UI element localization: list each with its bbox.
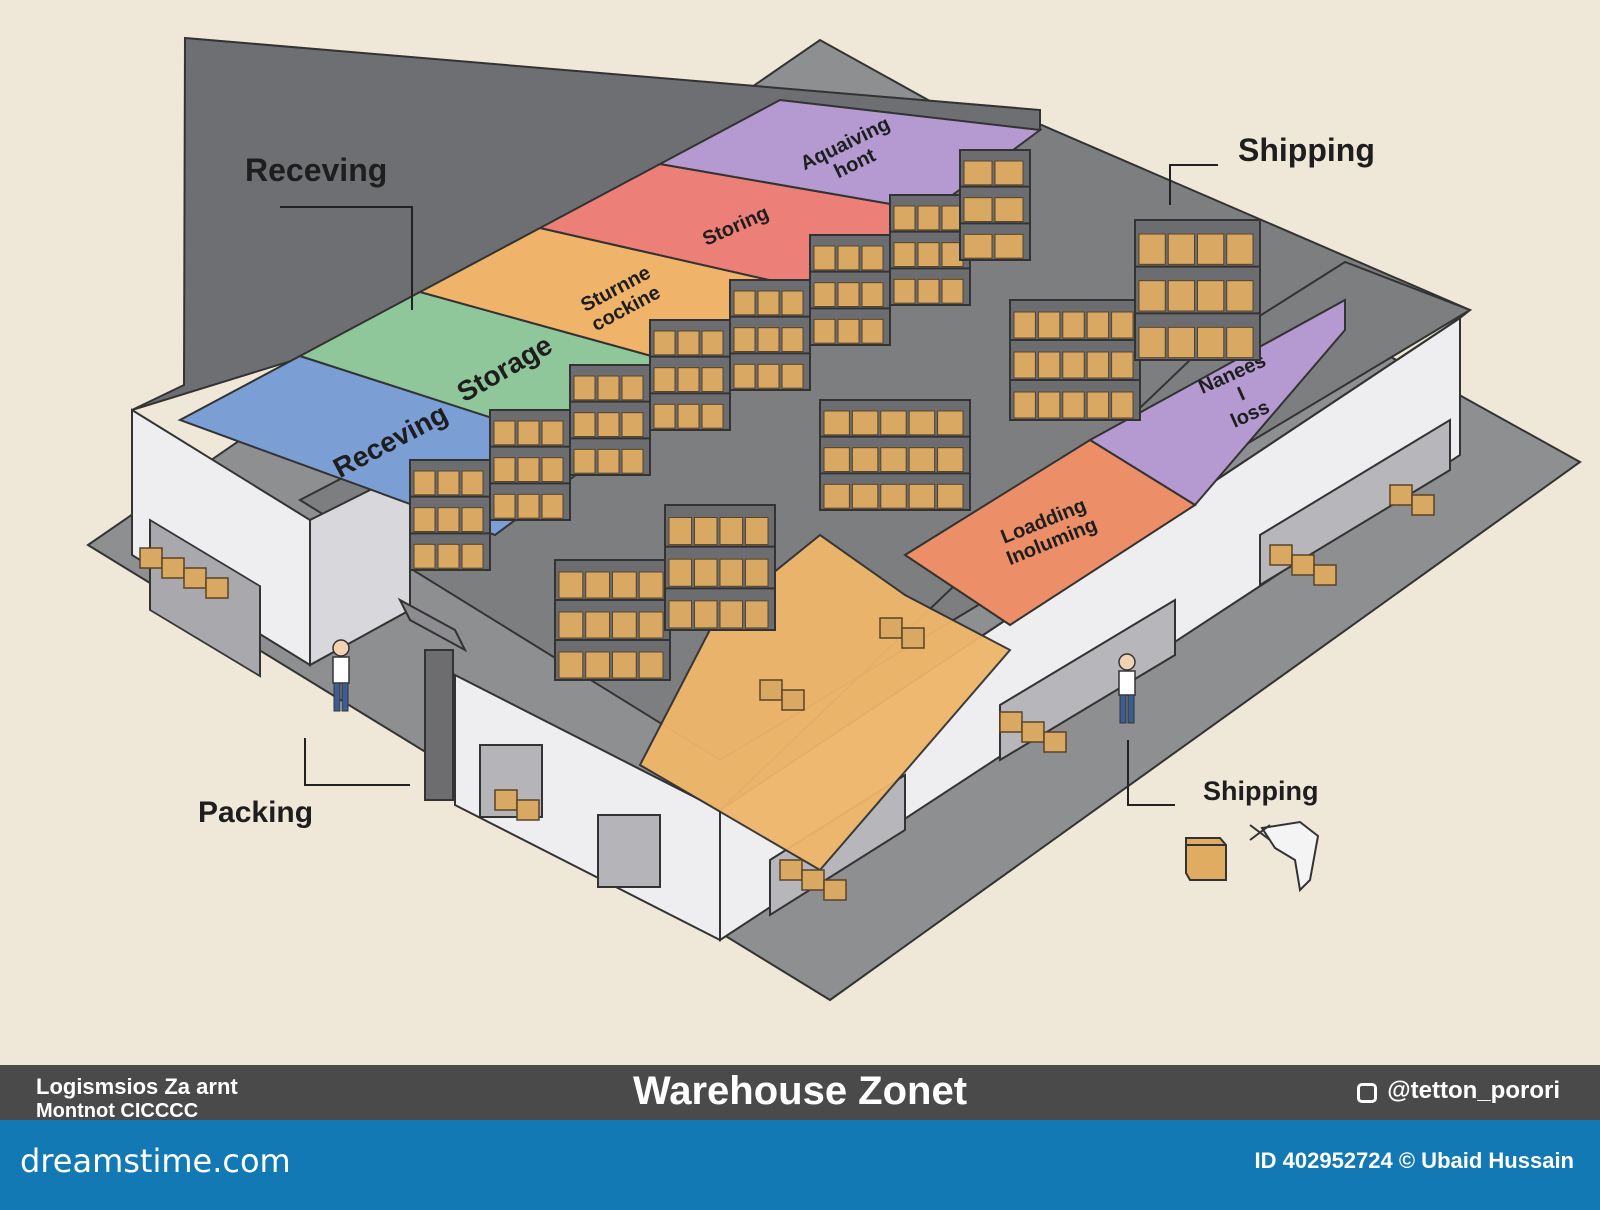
hand-truck-icon: [1249, 820, 1320, 893]
rack-row-7: [959, 149, 1031, 261]
social-handle[interactable]: @tetton_porori: [1357, 1077, 1560, 1105]
free-rack-2: [819, 399, 971, 511]
box-stack-5: [879, 617, 925, 649]
roof-zone-4: [656, 98, 1043, 213]
bottom-title-bar: Logismsios Za arnt Montnot CICCCC Wareho…: [0, 1065, 1600, 1120]
footer-credit: ID 402952724 © Ubaid Hussain: [1254, 1148, 1574, 1173]
page-title: Warehouse Zonet: [632, 1069, 968, 1113]
handle-text: @tetton_porori: [1387, 1077, 1560, 1104]
dock-door-2: [597, 814, 661, 888]
leader-shipping-bottom: [1127, 740, 1175, 806]
floor-zone-1: [903, 438, 1197, 627]
box-stack-0: [139, 547, 229, 599]
callout-shipping-bottom: Shipping: [1203, 776, 1319, 806]
rack-row-6: [889, 194, 971, 306]
rack-row-5: [809, 234, 891, 346]
callout-packing: Packing: [198, 796, 314, 829]
leader-packing: [304, 738, 410, 786]
stock-footer: dreamstime.com ID 402952724 © Ubaid Huss…: [0, 1120, 1600, 1210]
rack-row-0: [409, 459, 491, 571]
free-rack-3: [1009, 299, 1141, 421]
box-icon: [1185, 837, 1227, 881]
free-rack-0: [554, 559, 671, 681]
rack-row-1: [489, 409, 571, 521]
right-wall-opening-3: [1259, 418, 1451, 587]
rack-row-2: [569, 364, 651, 476]
box-stack-1: [999, 711, 1067, 753]
leader-shipping-top: [1169, 164, 1218, 205]
storage-racks: [409, 149, 1031, 571]
worker-left: [332, 639, 350, 712]
box-stack-2: [779, 859, 847, 901]
bar-left-line1: Logismsios Za arnt: [36, 1074, 238, 1099]
box-stack-3: [1269, 544, 1337, 586]
warehouse-illustration: RecevingStorageSturnnecockineStoringAqua…: [86, 36, 1582, 1002]
box-stack-7: [494, 789, 540, 821]
right-wall-opening-2: [999, 598, 1176, 762]
free-rack-1: [664, 504, 776, 631]
callout-shipping-top: Shipping: [1238, 132, 1375, 168]
leader-receving: [280, 206, 413, 310]
rack-row-4: [729, 279, 811, 391]
worker-right: [1118, 653, 1136, 724]
instagram-icon: [1357, 1083, 1378, 1103]
free-standing-racks: [554, 219, 1261, 681]
box-stack-4: [759, 679, 805, 711]
callout-receving: Receving: [245, 152, 388, 188]
kiosk-terminal: [397, 597, 468, 801]
footer-site[interactable]: dreamstime.com: [20, 1142, 291, 1180]
bar-left-line2: Montnot CICCCC: [36, 1101, 199, 1120]
box-stacks: [139, 484, 1435, 901]
free-rack-4: [1134, 219, 1261, 361]
box-stack-6: [1389, 484, 1435, 516]
rack-row-3: [649, 319, 731, 431]
